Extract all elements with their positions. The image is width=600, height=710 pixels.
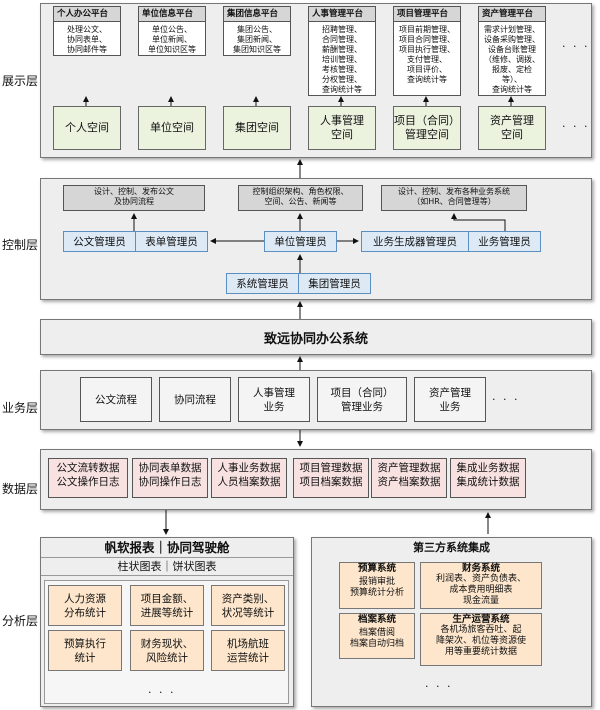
layer-label-analysis: 分析层 — [2, 614, 39, 628]
platform-card: 单位信息平台单位公告、 单位新闻、 单位知识区等 — [138, 6, 206, 56]
business-box: 协同流程 — [159, 377, 231, 422]
data-box: 协同表单数据 协同操作日志 — [132, 458, 208, 498]
third-party-title: 第三方系统集成 — [413, 541, 490, 554]
analysis-item: 人力资源 分布统计 — [48, 585, 122, 626]
sys-admin-box: 系统管理员 — [226, 273, 299, 294]
finance-system-title: 财务系统 — [461, 563, 500, 574]
platform-title: 集团信息平台 — [224, 7, 290, 22]
platform-card: 集团信息平台集团公告、 集团新闻、 集团知识区等 — [223, 6, 291, 56]
platform-body: 单位公告、 单位新闻、 单位知识区等 — [148, 25, 196, 54]
platform-title: 单位信息平台 — [139, 7, 205, 22]
platform-body: 需求计划管理、 设备采购管理、 设备台账管理 （维修、调拨、 报废、定检 等）、… — [484, 25, 540, 94]
operations-system-box: 生产运营系统 各机场旅客吞吐、起 降架次、机位等资源使 用等重要统计数据 — [420, 613, 542, 666]
data-box: 项目管理数据 项目档案数据 — [293, 458, 369, 498]
space-box: 单位空间 — [138, 106, 206, 150]
analysis-item: 资产类别、 状况等统计 — [211, 585, 285, 626]
analysis-item: 机场航班 运营统计 — [211, 630, 285, 671]
control-desc-biz: 设计、控制、发布各种业务系统 （如HR、合同管理等） — [381, 185, 527, 211]
space-box: 集团空间 — [223, 106, 291, 150]
analysis-item: 预算执行 统计 — [48, 630, 122, 671]
analysis-item: 财务现状、 风险统计 — [130, 630, 204, 671]
layer-label-control: 控制层 — [2, 238, 39, 252]
operations-system-title: 生产运营系统 — [452, 614, 510, 625]
platform-title: 个人办公平台 — [54, 7, 120, 22]
platform-card: 项目管理平台项目前期管理、 项目合同管理、 项目执行管理、 支付管理、 项目评价… — [393, 6, 461, 96]
business-box: 资产管理 业务 — [414, 377, 486, 422]
layer-label-data: 数据层 — [2, 482, 39, 496]
platform-title: 资产管理平台 — [479, 7, 545, 22]
platform-card: 人事管理平台招聘管理、 合同管理、 薪酬管理、 培训管理、 考核管理、 分权管理… — [308, 6, 376, 96]
budget-system-box: 预算系统 报销审批 预算统计分析 — [339, 562, 415, 609]
data-box: 资产管理数据 资产档案数据 — [371, 458, 447, 498]
archive-system-box: 档案系统 档案借阅 档案自动归档 — [339, 613, 415, 659]
business-box: 项目（合同） 管理业务 — [317, 377, 407, 422]
analysis-subtitle: 柱状图表｜饼状图表 — [41, 558, 293, 576]
display-ellipsis: · · · — [562, 40, 590, 53]
doc-admin-box: 公文管理员 — [63, 231, 136, 252]
analysis-title: 帆软报表｜协同驾驶舱 — [41, 538, 293, 558]
platform-body: 招聘管理、 合同管理、 薪酬管理、 培训管理、 考核管理、 分权管理、 查询统计… — [322, 25, 362, 94]
platform-body: 项目前期管理、 项目合同管理、 项目执行管理、 支付管理、 项目评价、 查询统计… — [399, 25, 455, 84]
analysis-item: 项目金额、 进展等统计 — [130, 585, 204, 626]
platform-title: 项目管理平台 — [394, 7, 460, 22]
archive-system-body: 档案借阅 档案自动归档 — [349, 628, 404, 649]
platform-title: 人事管理平台 — [309, 7, 375, 22]
data-box: 人事业务数据 人员档案数据 — [211, 458, 287, 498]
platform-body: 处理公文、 协同表单、 协同邮件等 — [67, 25, 107, 54]
operations-system-body: 各机场旅客吞吐、起 降架次、机位等资源使 用等重要统计数据 — [435, 625, 526, 657]
budget-system-title: 预算系统 — [357, 563, 396, 574]
business-box: 公文流程 — [80, 377, 152, 422]
biz-admin-box: 业务管理员 — [468, 231, 541, 252]
business-box: 人事管理 业务 — [238, 377, 310, 422]
platform-card: 个人办公平台处理公文、 协同表单、 协同邮件等 — [53, 6, 121, 56]
business-ellipsis: · · · — [492, 393, 520, 406]
core-system-banner: 致远协同办公系统 — [40, 319, 592, 355]
platform-card: 资产管理平台需求计划管理、 设备采购管理、 设备台账管理 （维修、调拨、 报废、… — [478, 6, 546, 96]
space-box: 项目（合同） 管理空间 — [393, 106, 461, 150]
space-box: 资产管理 空间 — [478, 106, 546, 150]
finance-system-body: 利润表、资产负债表、 成本费用明细表 现金流量 — [435, 574, 526, 606]
control-desc-unit: 控制组织架构、角色权限、 空间、公告、新闻等 — [238, 185, 363, 211]
layer-label-business: 业务层 — [2, 401, 39, 415]
space-ellipsis: · · · — [562, 120, 590, 133]
unit-admin-box: 单位管理员 — [264, 231, 337, 252]
data-box: 集成业务数据 集成统计数据 — [450, 458, 526, 498]
layer-label-display: 展示层 — [2, 74, 39, 88]
group-admin-box: 集团管理员 — [298, 273, 371, 294]
space-box: 个人空间 — [53, 106, 121, 150]
third-party-ellipsis: · · · — [425, 680, 453, 693]
control-desc-doc: 设计、控制、发布公文 及协同流程 — [63, 185, 205, 211]
archive-system-title: 档案系统 — [357, 614, 396, 625]
analysis-ellipsis: · · · — [148, 686, 176, 699]
data-box: 公文流转数据 公文操作日志 — [48, 458, 128, 498]
space-box: 人事管理 空间 — [308, 106, 376, 150]
budget-system-body: 报销审批 预算统计分析 — [349, 577, 404, 598]
form-admin-box: 表单管理员 — [135, 231, 208, 252]
finance-system-box: 财务系统 利润表、资产负债表、 成本费用明细表 现金流量 — [420, 562, 542, 609]
platform-body: 集团公告、 集团新闻、 集团知识区等 — [233, 25, 281, 54]
